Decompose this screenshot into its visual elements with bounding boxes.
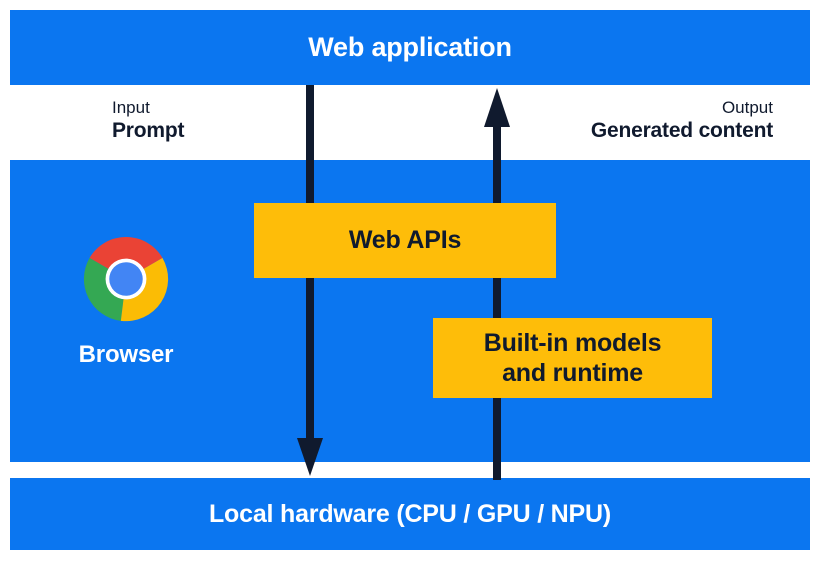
browser-badge: Browser: [46, 233, 206, 369]
band-web-application: Web application: [10, 10, 810, 85]
box-builtin-models: Built-in models and runtime: [433, 318, 712, 398]
box-web-apis-label: Web APIs: [348, 226, 462, 255]
box-web-apis: Web APIs: [254, 203, 556, 278]
annotation-output: Output Generated content: [447, 97, 773, 145]
band-browser-label: Browser: [78, 341, 174, 368]
box-builtin-models-line1: Built-in models: [483, 328, 662, 357]
box-builtin-models-line2: and runtime: [502, 359, 643, 387]
chrome-logo-icon: [83, 236, 169, 322]
box-builtin-models-label: Built-in models and runtime: [484, 328, 662, 389]
annotation-output-kind: Output: [721, 98, 773, 117]
annotation-input-kind: Input: [112, 98, 150, 117]
annotation-input: Input Prompt: [112, 97, 185, 145]
annotation-output-value: Generated content: [590, 119, 773, 143]
band-local-hardware-label: Local hardware (CPU / GPU / NPU): [208, 499, 611, 528]
band-web-application-label: Web application: [308, 32, 512, 62]
band-local-hardware: Local hardware (CPU / GPU / NPU): [10, 478, 810, 550]
annotation-input-value: Prompt: [112, 119, 185, 143]
